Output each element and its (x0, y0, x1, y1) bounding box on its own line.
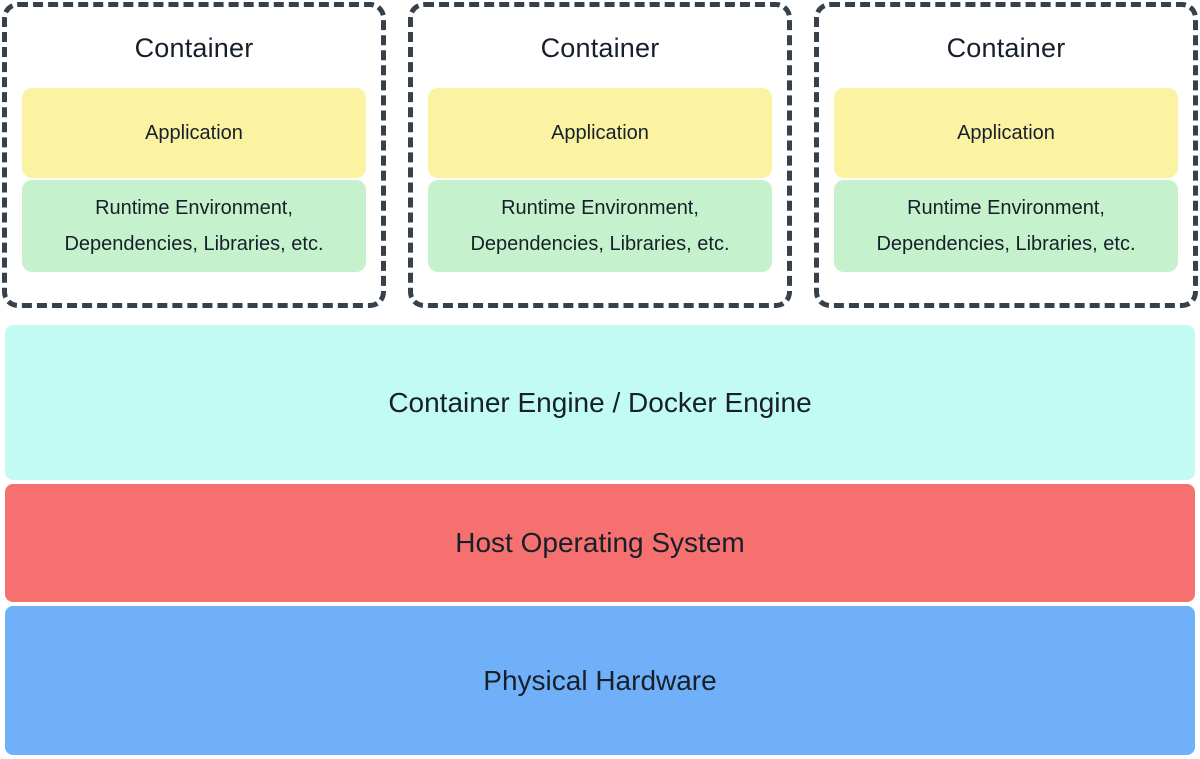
container-box-1: Container Application Runtime Environmen… (2, 2, 386, 308)
application-label: Application (957, 121, 1055, 144)
runtime-line-1: Runtime Environment, (501, 197, 699, 219)
application-label: Application (145, 121, 243, 144)
runtime-line-2: Dependencies, Libraries, etc. (64, 233, 324, 255)
container-title: Container (134, 33, 254, 63)
container-box-3: Container Application Runtime Environmen… (814, 2, 1198, 308)
layer-container-engine: Container Engine / Docker Engine (5, 325, 1195, 480)
application-box: Application (22, 88, 366, 178)
container-title: Container (540, 33, 660, 63)
layer-host-operating-system: Host Operating System (5, 484, 1195, 602)
container-box-2: Container Application Runtime Environmen… (408, 2, 792, 308)
runtime-line-1: Runtime Environment, (95, 197, 293, 219)
layer-physical-hardware: Physical Hardware (5, 606, 1195, 755)
runtime-box: Runtime Environment, Dependencies, Libra… (834, 180, 1178, 272)
layer-container-engine-label: Container Engine / Docker Engine (388, 386, 812, 418)
runtime-line-2: Dependencies, Libraries, etc. (470, 233, 730, 255)
application-box: Application (834, 88, 1178, 178)
runtime-box: Runtime Environment, Dependencies, Libra… (22, 180, 366, 272)
runtime-line-1: Runtime Environment, (907, 197, 1105, 219)
containers-row: Container Application Runtime Environmen… (0, 0, 1200, 308)
application-box: Application (428, 88, 772, 178)
runtime-line-2: Dependencies, Libraries, etc. (876, 233, 1136, 255)
runtime-box: Runtime Environment, Dependencies, Libra… (428, 180, 772, 272)
container-title: Container (946, 33, 1066, 63)
layer-host-operating-system-label: Host Operating System (455, 527, 745, 558)
layer-physical-hardware-label: Physical Hardware (483, 664, 717, 696)
application-label: Application (551, 121, 649, 144)
